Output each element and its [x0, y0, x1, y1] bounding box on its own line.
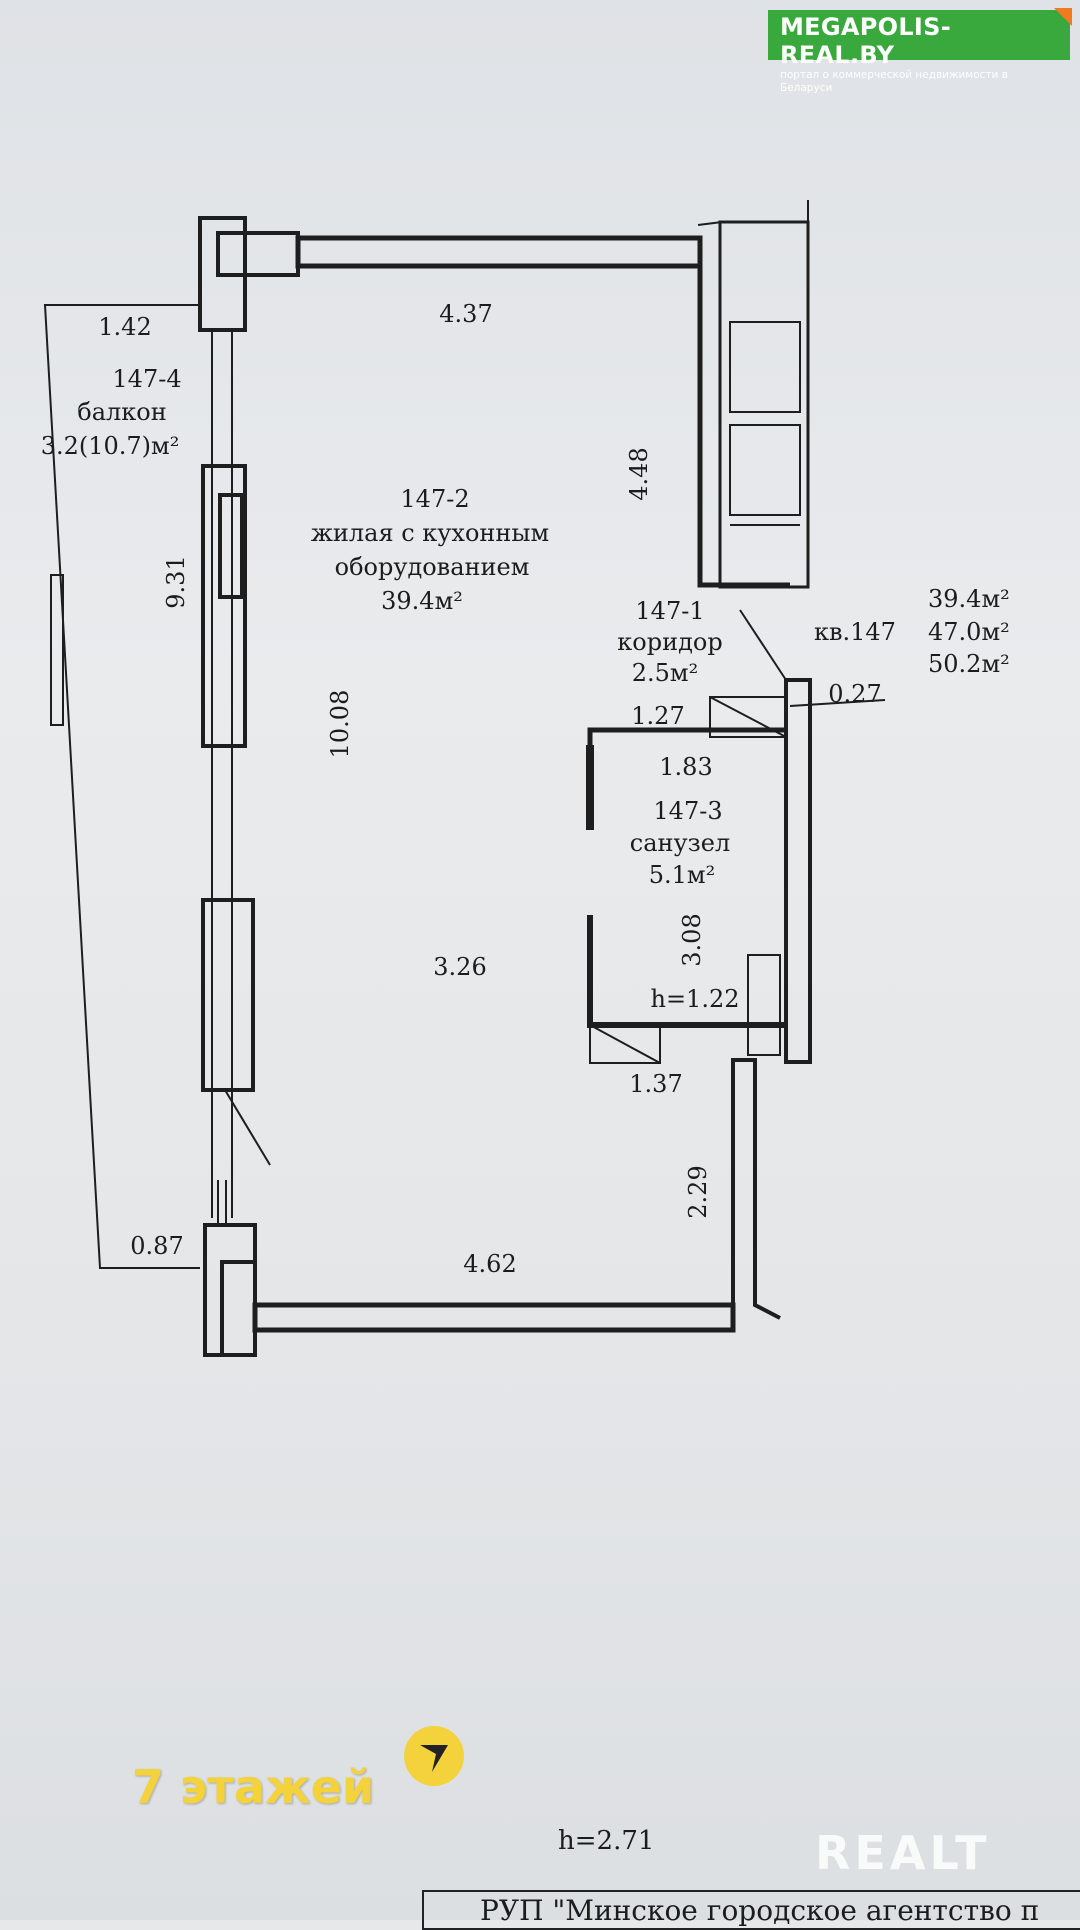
dim-bottom-wall: 4.62 — [463, 1250, 516, 1278]
left-pier-bottom-inner — [220, 1260, 257, 1357]
dim-wall-thickness: 0.27 — [828, 680, 881, 708]
dim-bath-bottom: 1.37 — [629, 1070, 682, 1098]
dim-top-wall: 4.37 — [439, 300, 492, 328]
dim-right-upper: 4.48 — [625, 447, 653, 500]
left-window-1 — [201, 464, 247, 748]
balcony-name: балкон — [77, 398, 166, 426]
living-id: 147-2 — [400, 485, 469, 513]
apartment-label: кв.147 — [814, 618, 896, 646]
bath-shelf — [709, 696, 787, 738]
left-pier-bottom — [203, 1223, 257, 1357]
dim-balcony-end: 0.87 — [130, 1232, 183, 1260]
area-with-balcony: 50.2м² — [928, 650, 1010, 678]
bottom-wall — [252, 1302, 736, 1333]
floors-label: 7 этажей — [132, 1760, 375, 1814]
bath-fixture-diagonal — [589, 1024, 661, 1064]
dim-balcony-length: 9.31 — [162, 555, 190, 608]
plan-lines — [43, 200, 886, 1357]
top-left-pier — [216, 231, 300, 277]
right-upper-wall — [697, 238, 790, 588]
dimension-labels: 1.42 4.37 3.26 4.62 0.87 1.27 0.27 1.83 … — [98, 300, 881, 1278]
corridor-name: коридор — [617, 628, 722, 656]
wall-dim-line — [789, 699, 886, 707]
right-window-bay — [718, 220, 810, 589]
corridor-area: 2.5м² — [632, 659, 698, 687]
realt-watermark: REALT — [815, 1826, 991, 1880]
dim-corridor-width: 1.27 — [631, 702, 684, 730]
dim-bath-length: 3.08 — [678, 913, 706, 966]
dim-bath-height: h=1.22 — [650, 985, 739, 1013]
brand-corner-mark — [1054, 8, 1072, 26]
bath-niche — [747, 954, 781, 1056]
door-swing — [224, 1089, 271, 1166]
bay-window-1 — [729, 321, 801, 413]
bath-fixture — [589, 1024, 661, 1064]
balcony-id: 147-4 — [112, 365, 181, 393]
balcony-outline — [43, 304, 200, 1269]
bay-edge — [697, 221, 723, 226]
corridor-partition — [587, 727, 786, 745]
bathroom-name: санузел — [630, 829, 730, 857]
right-wall-stub — [784, 678, 812, 1064]
corridor-id: 147-1 — [635, 597, 704, 625]
balcony-rail — [50, 574, 64, 726]
room-labels: 147-4 балкон 3.2(10.7)м² 147-2 жилая с к… — [41, 365, 731, 889]
lower-right-wall — [731, 1058, 781, 1320]
bath-shelf-diagonal — [709, 696, 787, 738]
bathroom-area: 5.1м² — [649, 861, 715, 889]
living-area: 39.4м² — [381, 587, 463, 615]
dim-bath-width: 1.83 — [659, 753, 712, 781]
ceiling-height: h=2.71 — [558, 1826, 655, 1856]
agency-stamp: РУП "Минское городское агентство п — [422, 1890, 1080, 1930]
left-pier-top — [198, 216, 247, 332]
dim-balcony-width: 1.42 — [98, 313, 151, 341]
arrow-down-icon — [420, 1745, 448, 1772]
living-name-1: жилая с кухонным — [311, 519, 549, 547]
corridor-door-line — [739, 609, 787, 681]
brand-subtitle: портал о коммерческой недвижимости в Бел… — [780, 69, 1008, 94]
apartment-summary: кв.147 39.4м² 47.0м² 50.2м² — [814, 585, 1010, 678]
living-name-2: оборудованием — [335, 553, 530, 581]
floor-badge — [404, 1726, 464, 1786]
balcony-area: 3.2(10.7)м² — [41, 432, 180, 460]
brand-title: MEGAPOLIS-REAL.BY — [780, 13, 952, 69]
area-living: 39.4м² — [928, 585, 1010, 613]
left-window-1-sash — [218, 493, 244, 599]
top-wall — [295, 235, 703, 269]
left-window-2 — [201, 898, 255, 1092]
area-total: 47.0м² — [928, 618, 1010, 646]
dim-lower-right: 2.29 — [684, 1165, 712, 1218]
bay-window-2 — [729, 424, 801, 516]
dim-room-inner: 3.26 — [433, 953, 486, 981]
brand-banner[interactable]: MEGAPOLIS-REAL.BY портал о коммерческой … — [768, 8, 1072, 94]
bathroom-id: 147-3 — [653, 797, 722, 825]
dim-room-length: 10.08 — [326, 690, 354, 759]
